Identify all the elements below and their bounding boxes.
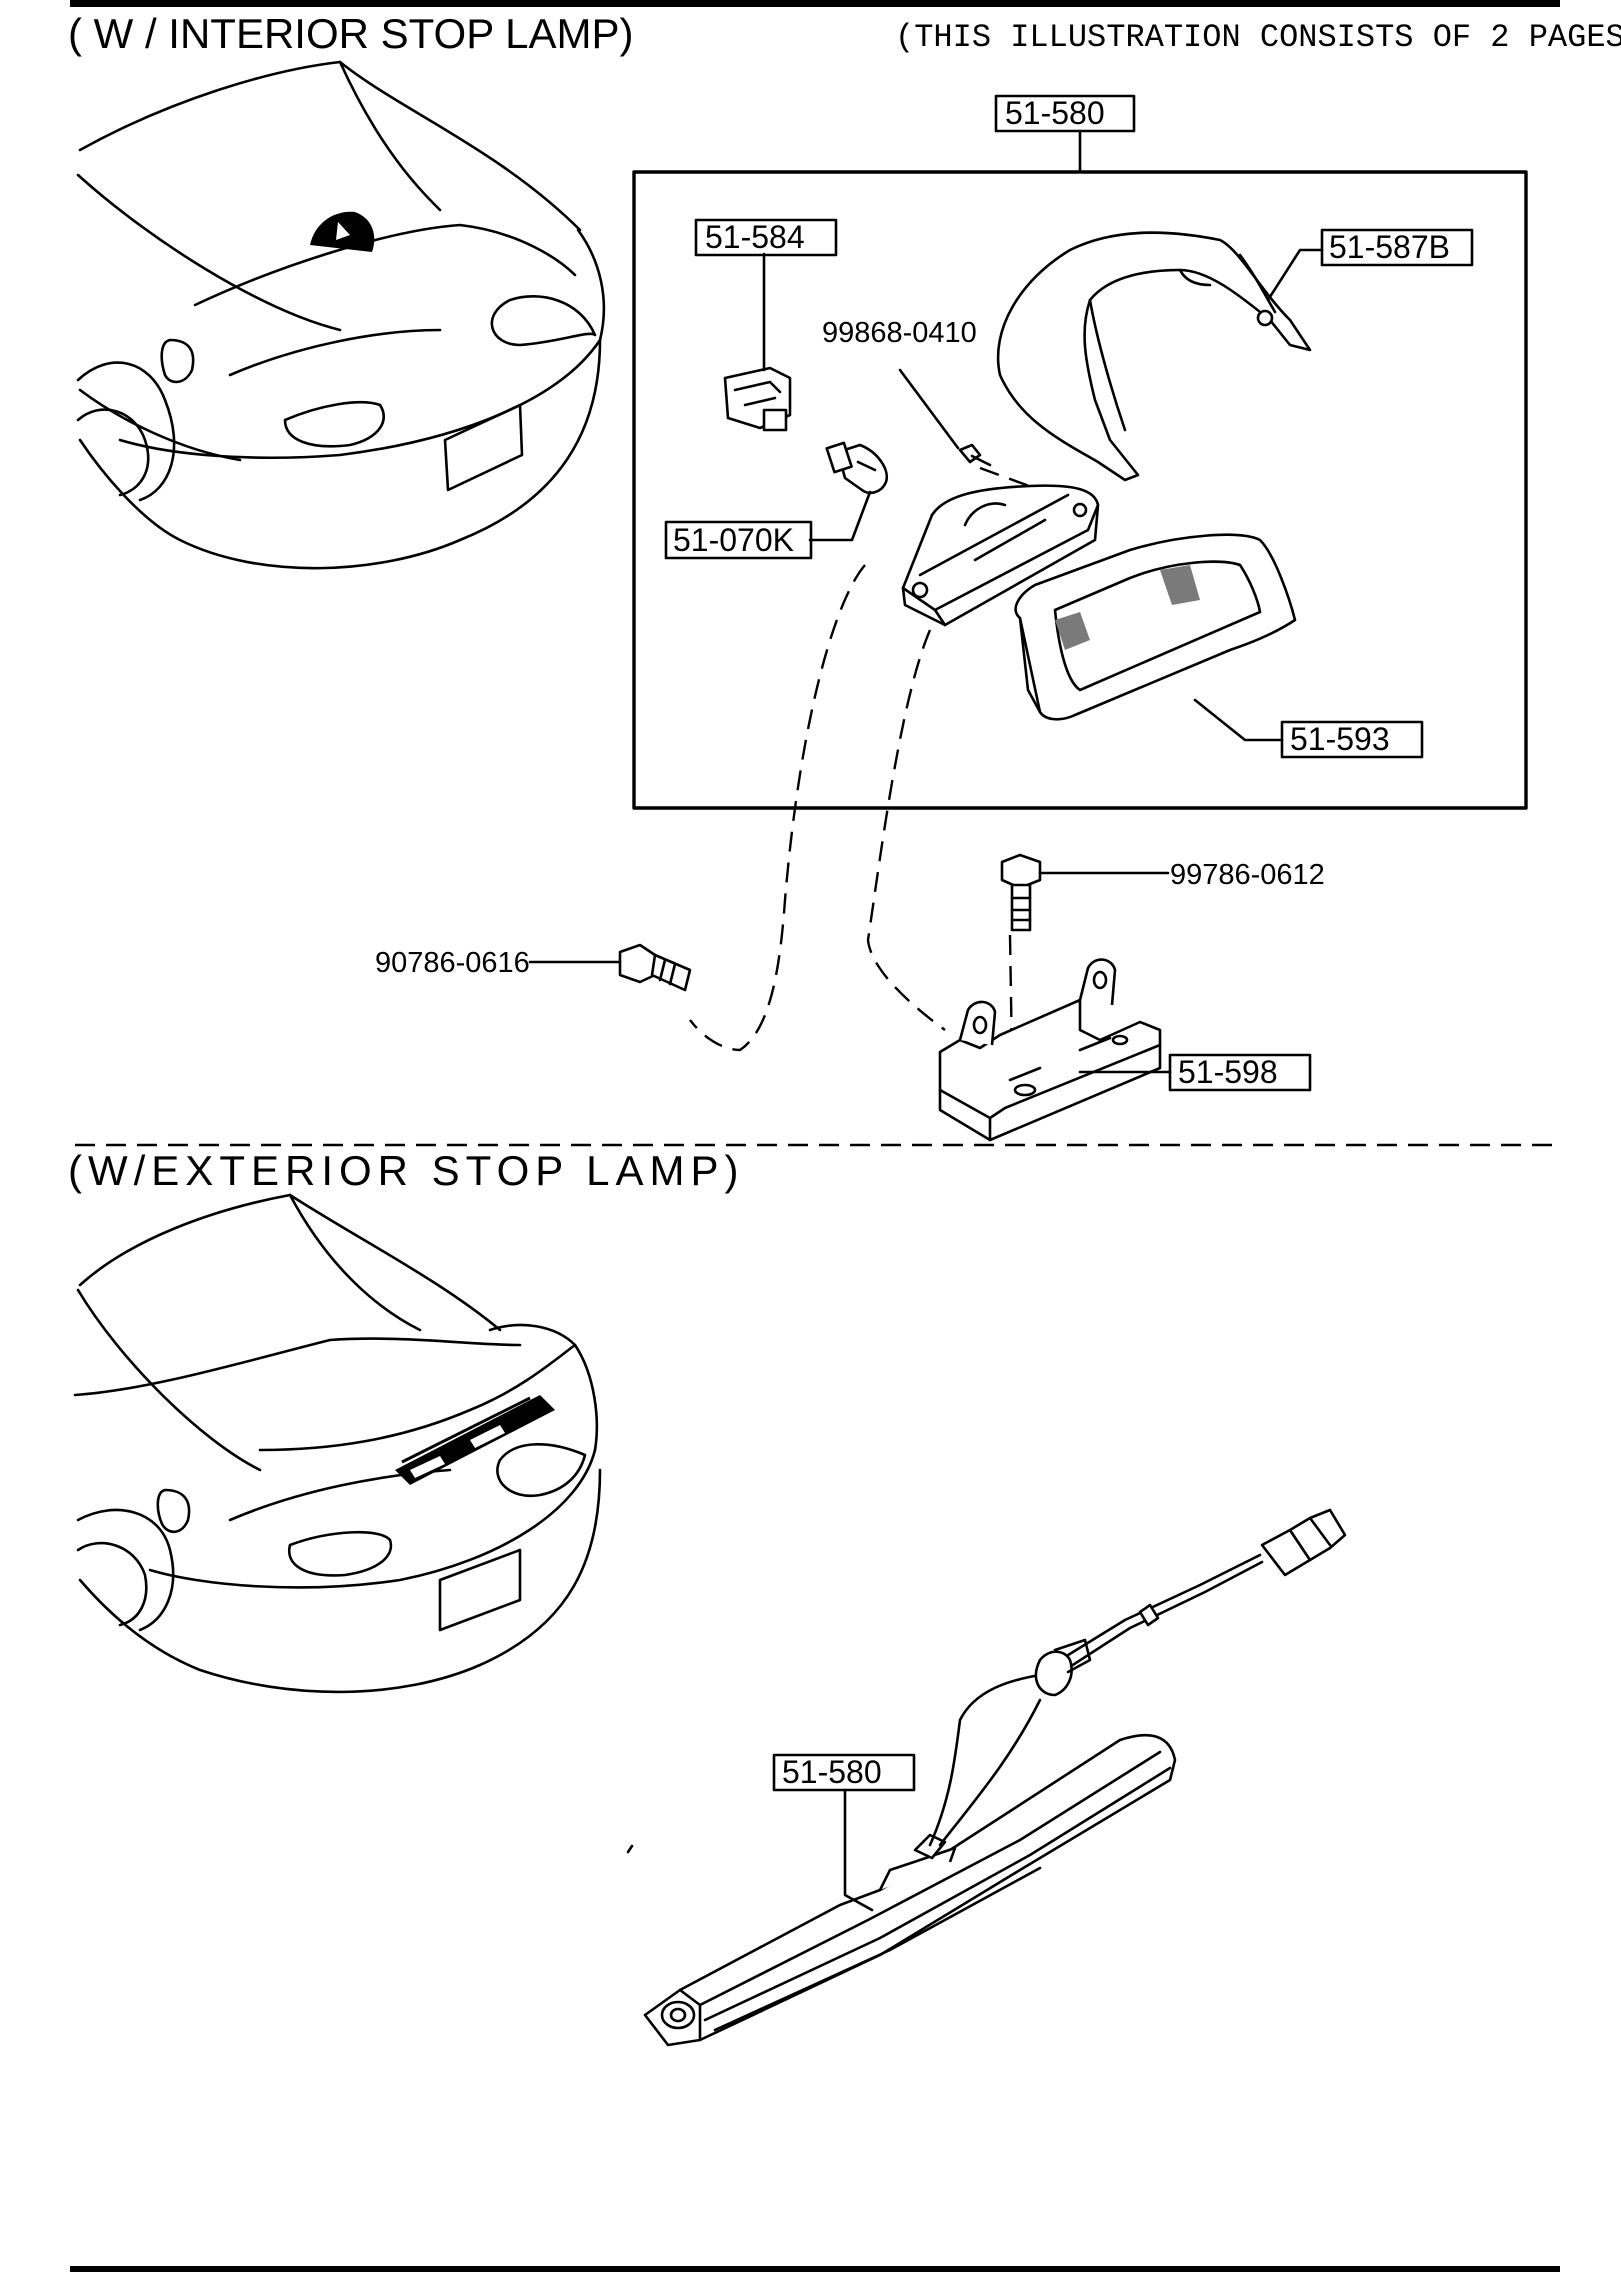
bottom-border: [70, 2266, 1560, 2272]
callout-assembly: 51-580: [994, 94, 1136, 133]
callout-bulb: 51-070K: [664, 520, 813, 560]
car-rear-exterior-illustration: [73, 1193, 602, 1694]
label-cover: 51-587B: [1329, 229, 1450, 265]
label-exterior-assembly: 51-580: [782, 1754, 882, 1790]
car-rear-interior-illustration: [76, 60, 606, 570]
title-exterior: (W/EXTERIOR STOP LAMP): [68, 1147, 745, 1194]
bolt-part-a: [1000, 853, 1042, 932]
bulb-part: [825, 441, 889, 495]
lens-part: [1014, 533, 1297, 721]
label-assembly: 51-580: [1005, 95, 1105, 131]
label-bolt-a: 99786-0612: [1170, 859, 1325, 891]
exterior-stop-lamp-part: [643, 1733, 1177, 2047]
label-socket: 51-584: [705, 219, 805, 255]
callout-bracket: 51-598: [1168, 1053, 1312, 1092]
callout-cover: 51-587B: [1320, 228, 1474, 267]
label-lens: 51-593: [1290, 721, 1390, 757]
label-bolt-b: 90786-0616: [375, 947, 530, 979]
callout-lens: 51-593: [1280, 720, 1424, 759]
label-bracket: 51-598: [1178, 1054, 1278, 1090]
top-border: [70, 0, 1560, 7]
socket-part: [723, 366, 792, 432]
label-bulb: 51-070K: [673, 522, 794, 558]
bracket-part: [938, 958, 1162, 1142]
label-screw-a: 99868-0410: [822, 317, 977, 349]
screw-part: [958, 443, 992, 467]
cover-part: [996, 231, 1312, 482]
title-interior: ( W / INTERIOR STOP LAMP): [68, 10, 634, 57]
callout-socket: 51-584: [694, 218, 838, 257]
wire-harness: [928, 1508, 1347, 1847]
callout-exterior-assembly: 51-580: [772, 1753, 916, 1792]
pages-note: (THIS ILLUSTRATION CONSISTS OF 2 PAGES): [895, 19, 1621, 56]
bolt-part-b: [618, 943, 692, 992]
reflector-housing-part: [901, 484, 1100, 627]
